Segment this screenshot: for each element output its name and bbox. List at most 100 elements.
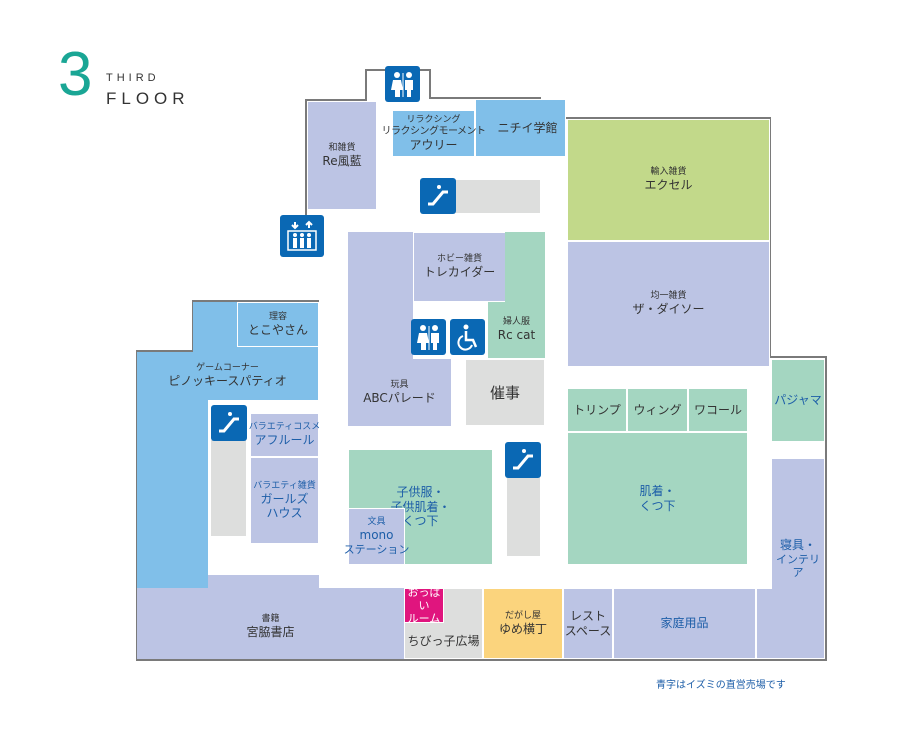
shop-category: 均一雑貨 xyxy=(650,291,687,302)
shop-name: 宮脇書店 xyxy=(246,624,295,639)
shop-name: ウィング xyxy=(633,402,682,417)
shop-name: とこやさん xyxy=(247,322,308,337)
wheelchair-icon xyxy=(450,319,485,355)
shop-name: パジャマ xyxy=(774,393,822,408)
shop-name-line: インテリア xyxy=(776,552,820,579)
shop-rccat[interactable]: 婦人服 Rc cat xyxy=(488,302,545,358)
event-space[interactable]: 催事 xyxy=(465,359,545,426)
shop-name: ちびっ子広場 xyxy=(407,633,480,648)
shop-tokoyasan[interactable]: 理容 とこやさん xyxy=(237,302,319,347)
shop-relaxing-moment[interactable]: リラクシング リラクシングモーメント アウリー xyxy=(381,110,486,157)
floor-word-1: THIRD xyxy=(106,72,160,84)
shop-name: ガールズ xyxy=(260,491,309,506)
wall xyxy=(539,117,771,119)
escalator-icon xyxy=(505,442,541,478)
area-shingu-lower xyxy=(756,588,772,659)
shop-category: 理容 xyxy=(268,311,287,322)
shop-pajama[interactable]: パジャマ xyxy=(771,359,825,442)
shop-name: Rc cat xyxy=(497,328,536,343)
wall xyxy=(365,69,367,101)
shop-category: ホビー雑貨 xyxy=(436,254,482,265)
shop-mono-station[interactable]: 文具 mono ステーション xyxy=(344,508,409,565)
shop-name-2: ハウス xyxy=(266,505,303,520)
shop-rehuuran[interactable]: 和雑貨 Re風藍 xyxy=(307,101,377,210)
shop-name: リラクシングモーメント xyxy=(381,125,486,137)
shop-category: バラエティコスメ xyxy=(248,422,321,433)
shop-category: 輸入雑貨 xyxy=(650,167,687,178)
escalator-icon xyxy=(211,405,247,441)
shop-name: ワコール xyxy=(693,402,742,417)
wall xyxy=(192,300,319,302)
shop-pinocchio[interactable]: ゲームコーナー ピノッキースパティオ xyxy=(137,352,318,400)
floor-word-2: FLOOR xyxy=(106,89,190,108)
shop-afurule[interactable]: バラエティコスメ アフルール xyxy=(248,413,321,457)
shop-category: 婦人服 xyxy=(502,317,530,328)
shop-category: 書籍 xyxy=(261,613,280,624)
shop-name: エクセル xyxy=(644,178,693,193)
shop-name: ABCパレード xyxy=(363,390,436,405)
shop-kids[interactable]: 子供服・ 子供肌着・ くつ下 xyxy=(348,449,493,565)
escalator xyxy=(507,478,540,556)
shop-katei-youhin[interactable]: 家庭用品 xyxy=(613,588,756,659)
shop-name-line: 子供服・ xyxy=(396,485,445,500)
wall xyxy=(305,99,307,219)
shop-wing[interactable]: ウィング xyxy=(627,388,688,432)
wall xyxy=(305,99,367,101)
rest-space[interactable]: レスト スペース xyxy=(563,588,613,659)
room-name-line: ルーム xyxy=(407,612,441,626)
shop-yume-yokocho[interactable]: だがし屋 ゆめ横丁 xyxy=(483,588,563,659)
area-name-line: レスト xyxy=(569,609,606,624)
shop-category: リラクシング xyxy=(406,114,461,125)
shop-daiso[interactable]: 均一雑貨 ザ・ダイソー xyxy=(567,241,770,367)
shop-name: アフルール xyxy=(254,433,315,448)
escalator-icon xyxy=(420,178,456,214)
shop-hadagi[interactable]: 肌着・ くつ下 xyxy=(567,432,748,565)
shop-name-2: アウリー xyxy=(409,137,458,152)
shop-name: ゆめ横丁 xyxy=(498,621,547,636)
wall xyxy=(136,659,827,661)
shop-category: ゲームコーナー xyxy=(196,363,259,374)
wall xyxy=(769,356,827,358)
shop-shingu[interactable]: 寝具・ インテリア xyxy=(771,458,825,659)
shop-category: 文具 xyxy=(367,517,386,528)
shop-name: トレカイダー xyxy=(423,265,496,280)
shop-name-line: 肌着・ xyxy=(639,484,676,499)
shop-girls-house[interactable]: バラエティ雑貨 ガールズ ハウス xyxy=(250,457,319,544)
wall xyxy=(429,69,431,99)
escalator xyxy=(211,440,246,536)
shop-name-line: 寝具・ xyxy=(779,538,816,553)
restroom-icon xyxy=(385,66,420,102)
wall xyxy=(429,97,541,99)
shop-name: 催事 xyxy=(489,383,520,402)
shop-name-line: くつ下 xyxy=(639,498,676,513)
shop-trecaider[interactable]: ホビー雑貨 トレカイダー xyxy=(413,232,506,302)
wall xyxy=(136,350,194,352)
area-rccat-upper xyxy=(505,232,545,304)
shop-name: トリンプ xyxy=(573,402,621,417)
floor-number: 3 xyxy=(58,40,93,109)
shop-name: 家庭用品 xyxy=(660,616,709,631)
shop-category: だがし屋 xyxy=(504,610,541,621)
shop-category: 玩具 xyxy=(390,379,409,390)
shop-abc-parade[interactable]: 玩具 ABCパレード xyxy=(348,359,451,426)
elevator-icon xyxy=(280,215,324,257)
shop-name-line: 子供肌着・ xyxy=(390,499,451,514)
shop-nichii[interactable]: ニチイ学館 xyxy=(475,99,566,157)
shop-excel[interactable]: 輸入雑貨 エクセル xyxy=(567,119,770,241)
nursing-room[interactable]: おっぱい ルーム xyxy=(404,585,444,626)
shop-name: ピノッキースパティオ xyxy=(168,374,287,389)
wall xyxy=(769,117,771,358)
footnote: 青字はイズミの直営売場です xyxy=(656,680,786,691)
shop-wacoal[interactable]: ワコール xyxy=(688,388,748,432)
room-name-line: おっぱい xyxy=(407,585,441,612)
shop-category: バラエティ雑貨 xyxy=(253,480,316,491)
shop-name: ニチイ学館 xyxy=(497,120,558,135)
shop-category: 和雑貨 xyxy=(328,142,356,153)
area-name-line: スペース xyxy=(564,623,612,638)
area-pinocchio-lower xyxy=(137,399,208,597)
shop-triumph[interactable]: トリンプ xyxy=(567,388,627,432)
shop-name: Re風藍 xyxy=(322,153,362,168)
shop-name: mono xyxy=(359,528,394,543)
shop-miyawaki-shoten[interactable]: 書籍 宮脇書店 xyxy=(137,588,404,659)
